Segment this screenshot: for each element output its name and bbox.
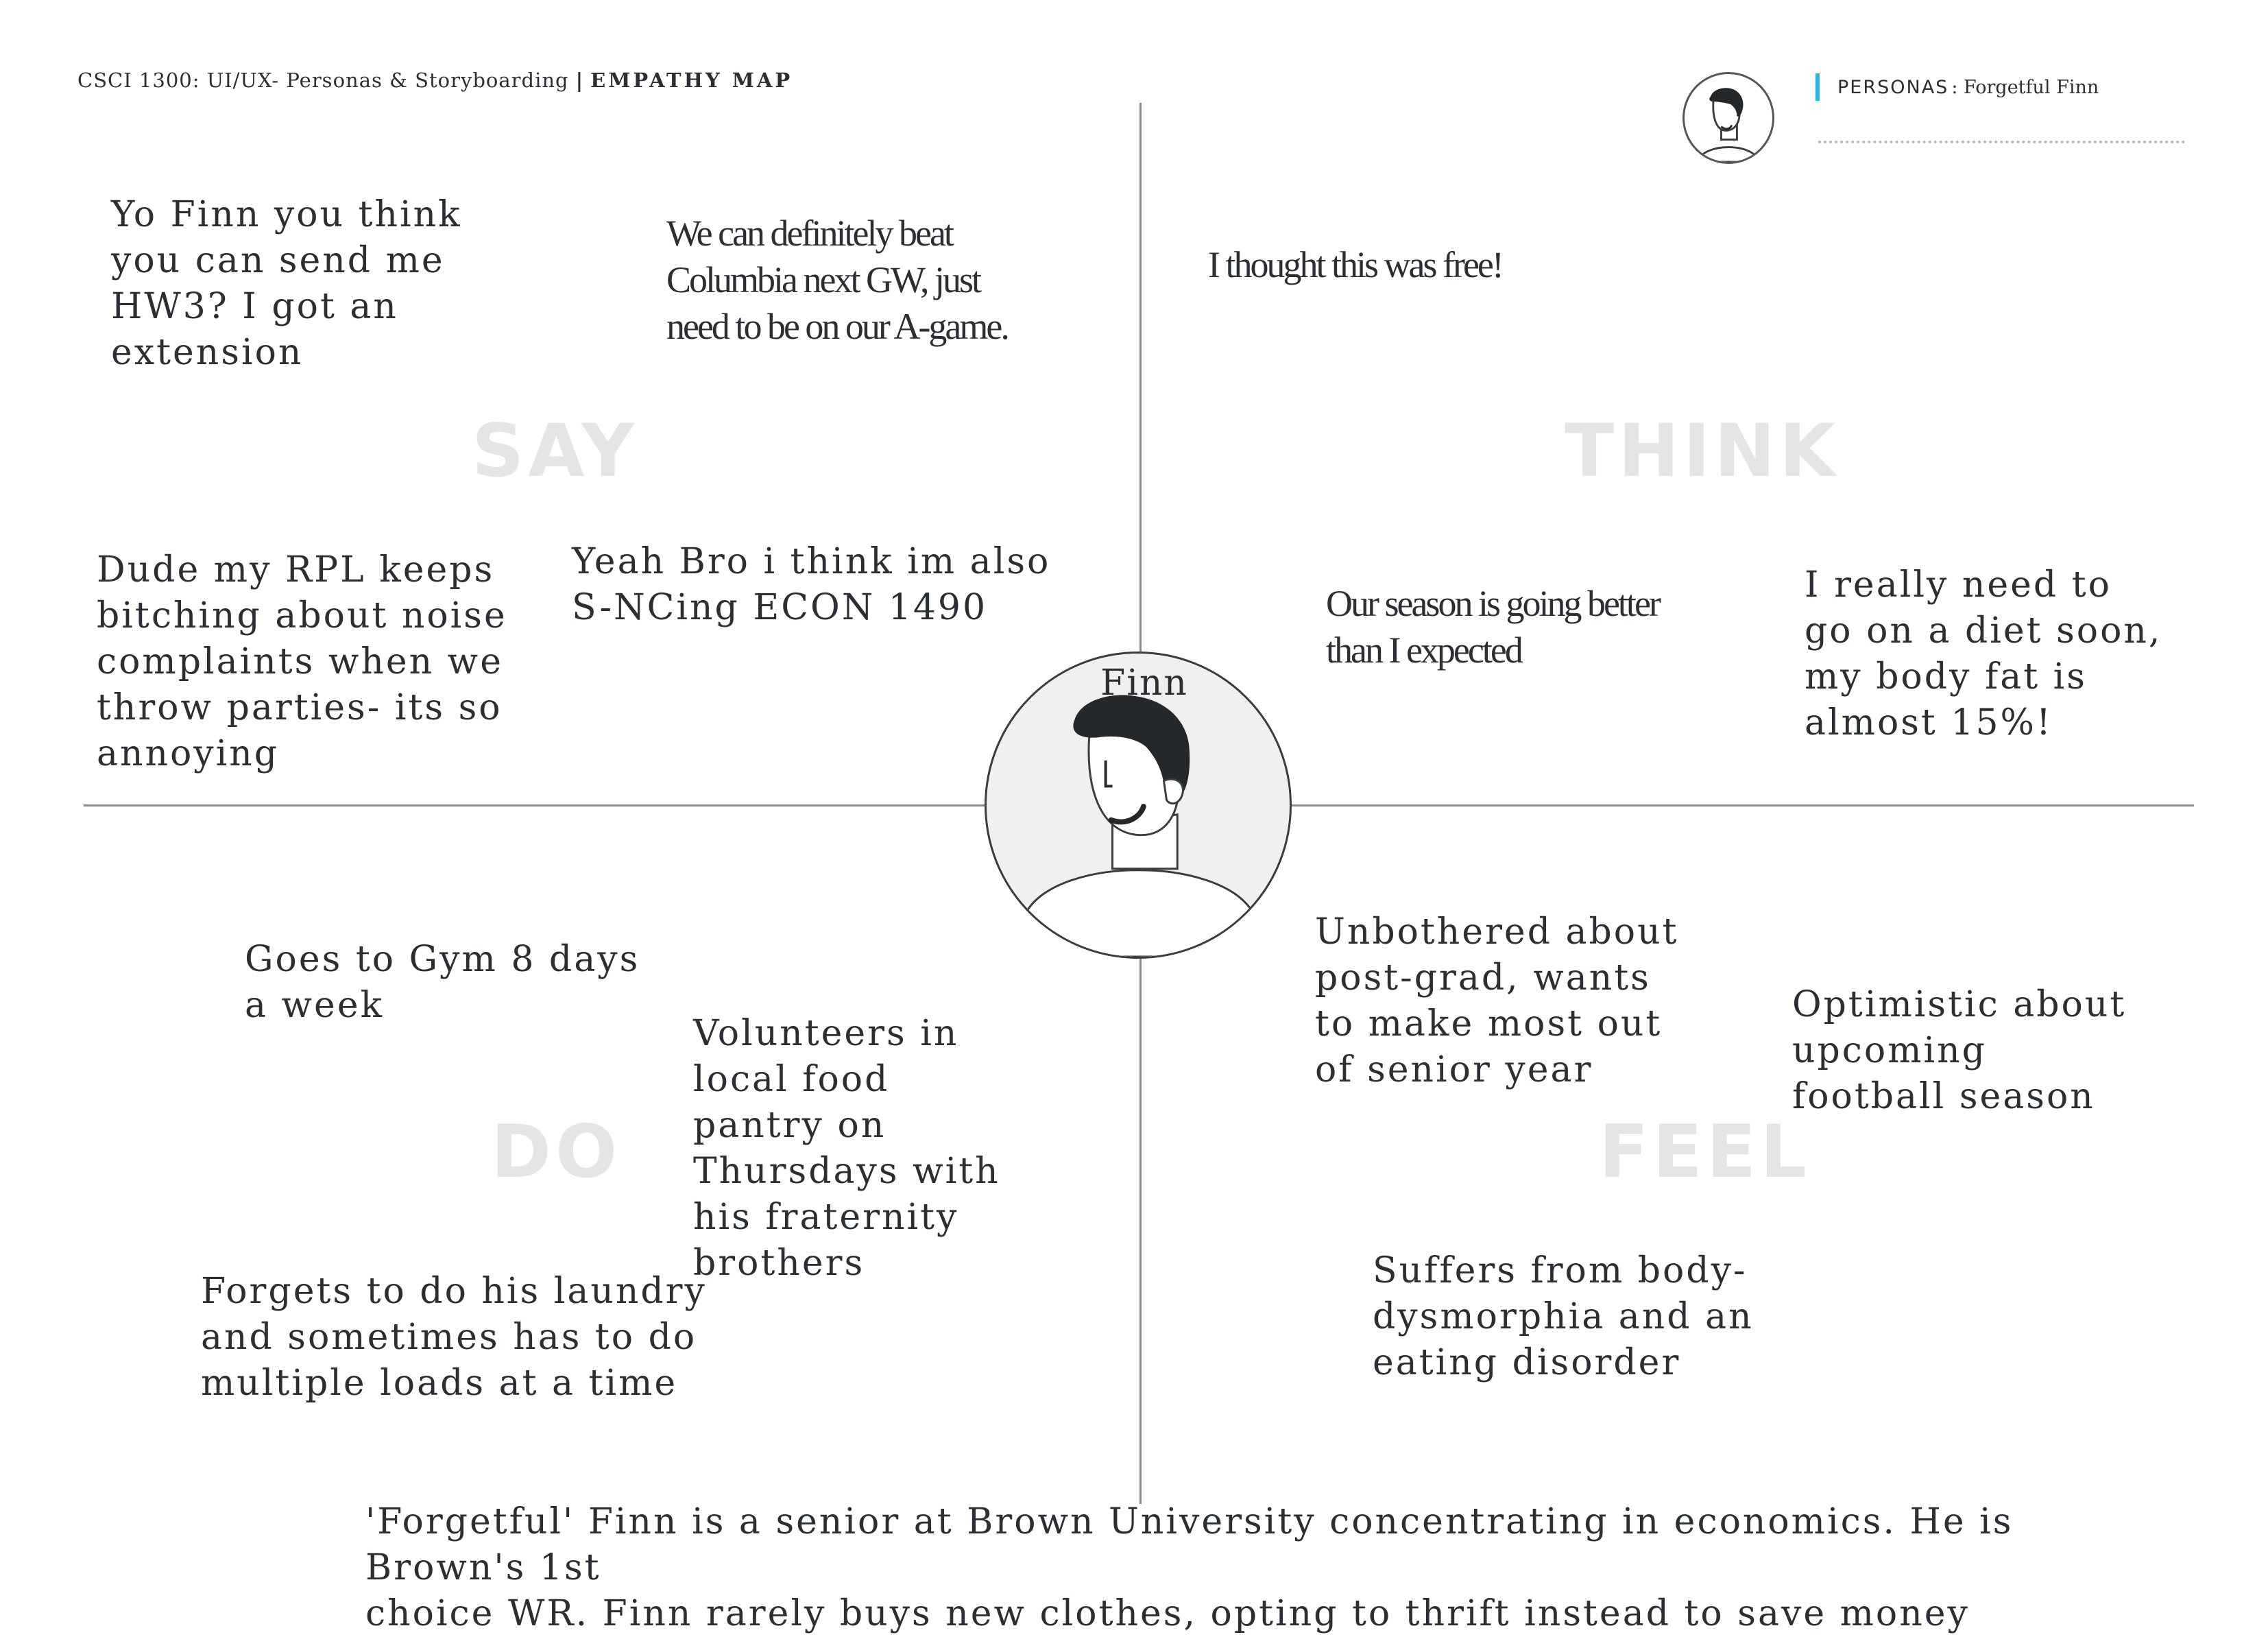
persona-description: 'Forgetful' Finn is a senior at Brown Un… [365,1501,2014,1634]
say-note: Yeah Bro i think im also S-NCing ECON 14… [572,541,1051,628]
do-note: Goes to Gym 8 days a week [245,939,640,1026]
think-note: I really need to go on a diet soon, my b… [1805,564,2162,743]
feel-note: Optimistic about upcoming football seaso… [1792,984,2127,1117]
document-header: CSCI 1300: UI/UX- Personas & Storyboardi… [77,69,793,92]
horizontal-axis-right [1290,804,2194,806]
quadrant-label-do: DO [491,1110,622,1194]
persona-avatar-icon [1682,72,1774,164]
feel-note: Unbothered about post-grad, wants to mak… [1315,911,1679,1090]
persona-name: : Forgetful Finn [1951,76,2099,98]
persona-portrait [985,652,1292,959]
quadrant-label-say: SAY [472,409,638,493]
feel-note: Suffers from body- dysmorphia and an eat… [1373,1250,1754,1383]
quadrant-label-feel: FEEL [1599,1110,1811,1194]
vertical-axis-top [1139,103,1142,654]
persona-accent-bar [1815,73,1820,101]
horizontal-axis-left [84,804,986,806]
think-note: I thought this was free! [1208,244,1504,285]
say-note: We can definitely beat Columbia next GW,… [666,213,1010,347]
persona-label: PERSONAS [1837,76,1949,98]
course-title: CSCI 1300: UI/UX- Personas & Storyboardi… [77,69,569,92]
say-note: Dude my RPL keeps bitching about noise c… [97,549,507,774]
vertical-axis-bottom [1139,957,1142,1504]
persona-center-name: Finn [1100,662,1188,704]
dotted-divider [1818,141,2185,143]
think-note: Our season is going better than I expect… [1326,583,1661,671]
quadrant-label-think: THINK [1565,409,1840,493]
do-note: Forgets to do his laundry and sometimes … [201,1271,707,1404]
persona-tag: PERSONAS: Forgetful Finn [1815,73,2099,101]
say-note: Yo Finn you think you can send me HW3? I… [111,194,462,373]
header-separator: | [575,69,584,92]
section-title: EMPATHY MAP [590,69,793,92]
do-note: Volunteers in local food pantry on Thurs… [693,1013,1000,1284]
